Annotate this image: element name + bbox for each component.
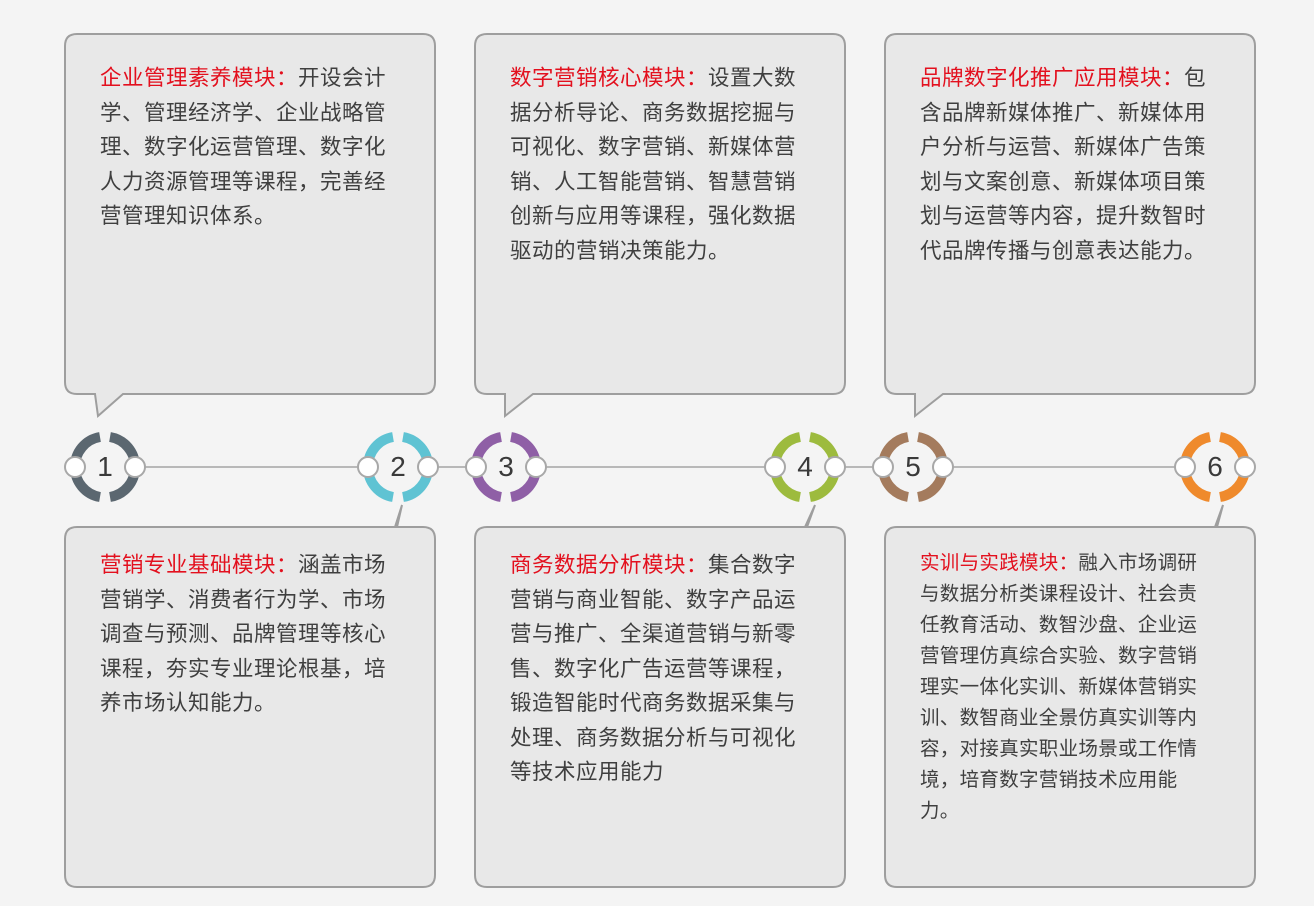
module-2-title: 营销专业基础模块： bbox=[100, 553, 299, 578]
node-2: 2 bbox=[357, 432, 439, 502]
module-4-bubble bbox=[474, 504, 846, 888]
module-4-body: 集合数字营销与商业智能、数字产品运营与推广、全渠道营销与新零售、数字化广告运营等… bbox=[510, 553, 797, 785]
module-6-title: 实训与实践模块： bbox=[920, 551, 1079, 574]
module-4-text: 商务数据分析模块：集合数字营销与商业智能、数字产品运营与推广、全渠道营销与新零售… bbox=[510, 549, 800, 791]
node-3-connector-dot bbox=[525, 456, 547, 478]
node-6-number: 6 bbox=[1207, 451, 1223, 482]
node-5: 5 bbox=[872, 432, 954, 502]
node-5-number: 5 bbox=[905, 451, 921, 482]
node-3-number: 3 bbox=[498, 451, 514, 482]
module-2-bubble bbox=[64, 504, 436, 888]
module-3-body: 设置大数据分析导论、商务数据挖掘与可视化、数字营销、新媒体营销、人工智能营销、智… bbox=[510, 66, 797, 264]
module-1-bubble bbox=[64, 33, 436, 418]
node-5-connector-dot bbox=[872, 456, 894, 478]
module-3-title: 数字营销核心模块： bbox=[510, 66, 709, 91]
node-5-center bbox=[889, 443, 937, 491]
module-5-title: 品牌数字化推广应用模块： bbox=[920, 66, 1185, 91]
node-4-center bbox=[781, 443, 829, 491]
node-6-connector-dot bbox=[1234, 456, 1256, 478]
node-2-connector-dot bbox=[357, 456, 379, 478]
node-2-center bbox=[374, 443, 422, 491]
module-2-body: 涵盖市场营销学、消费者行为学、市场调查与预测、品牌管理等核心课程，夯实专业理论根… bbox=[100, 553, 387, 716]
node-4-connector-dot bbox=[824, 456, 846, 478]
module-4-title: 商务数据分析模块： bbox=[510, 553, 709, 578]
node-4-number: 4 bbox=[797, 451, 813, 482]
module-2-text: 营销专业基础模块：涵盖市场营销学、消费者行为学、市场调查与预测、品牌管理等核心课… bbox=[100, 549, 390, 722]
node-3-center bbox=[482, 443, 530, 491]
module-6-bubble bbox=[884, 504, 1256, 888]
module-6-text: 实训与实践模块：融入市场调研与数据分析类课程设计、社会责任教育活动、数智沙盘、企… bbox=[920, 547, 1215, 826]
node-1-number: 1 bbox=[97, 451, 113, 482]
node-5-connector-dot bbox=[932, 456, 954, 478]
module-5-text: 品牌数字化推广应用模块：包含品牌新媒体推广、新媒体用户分析与运营、新媒体广告策划… bbox=[920, 62, 1220, 269]
node-6-connector-dot bbox=[1174, 456, 1196, 478]
node-3: 3 bbox=[465, 432, 547, 502]
node-4: 4 bbox=[764, 432, 846, 502]
node-3-connector-dot bbox=[465, 456, 487, 478]
node-2-number: 2 bbox=[390, 451, 406, 482]
module-5-body: 包含品牌新媒体推广、新媒体用户分析与运营、新媒体广告策划与文案创意、新媒体项目策… bbox=[920, 66, 1207, 264]
node-2-connector-dot bbox=[417, 456, 439, 478]
module-1-title: 企业管理素养模块： bbox=[100, 66, 299, 91]
node-6-center bbox=[1191, 443, 1239, 491]
node-6: 6 bbox=[1174, 432, 1256, 502]
module-1-body: 开设会计学、管理经济学、企业战略管理、数字化运营管理、数字化人力资源管理等课程，… bbox=[100, 66, 387, 229]
module-1-text: 企业管理素养模块：开设会计学、管理经济学、企业战略管理、数字化运营管理、数字化人… bbox=[100, 62, 390, 235]
node-1-connector-dot bbox=[64, 456, 86, 478]
node-1: 1 bbox=[64, 432, 146, 502]
module-6-body: 融入市场调研与数据分析类课程设计、社会责任教育活动、数智沙盘、企业运营管理仿真综… bbox=[920, 551, 1198, 822]
node-1-center bbox=[81, 443, 129, 491]
module-3-text: 数字营销核心模块：设置大数据分析导论、商务数据挖掘与可视化、数字营销、新媒体营销… bbox=[510, 62, 800, 269]
node-1-connector-dot bbox=[124, 456, 146, 478]
module-3-bubble bbox=[474, 33, 846, 419]
module-5-bubble bbox=[884, 33, 1256, 419]
node-4-connector-dot bbox=[764, 456, 786, 478]
